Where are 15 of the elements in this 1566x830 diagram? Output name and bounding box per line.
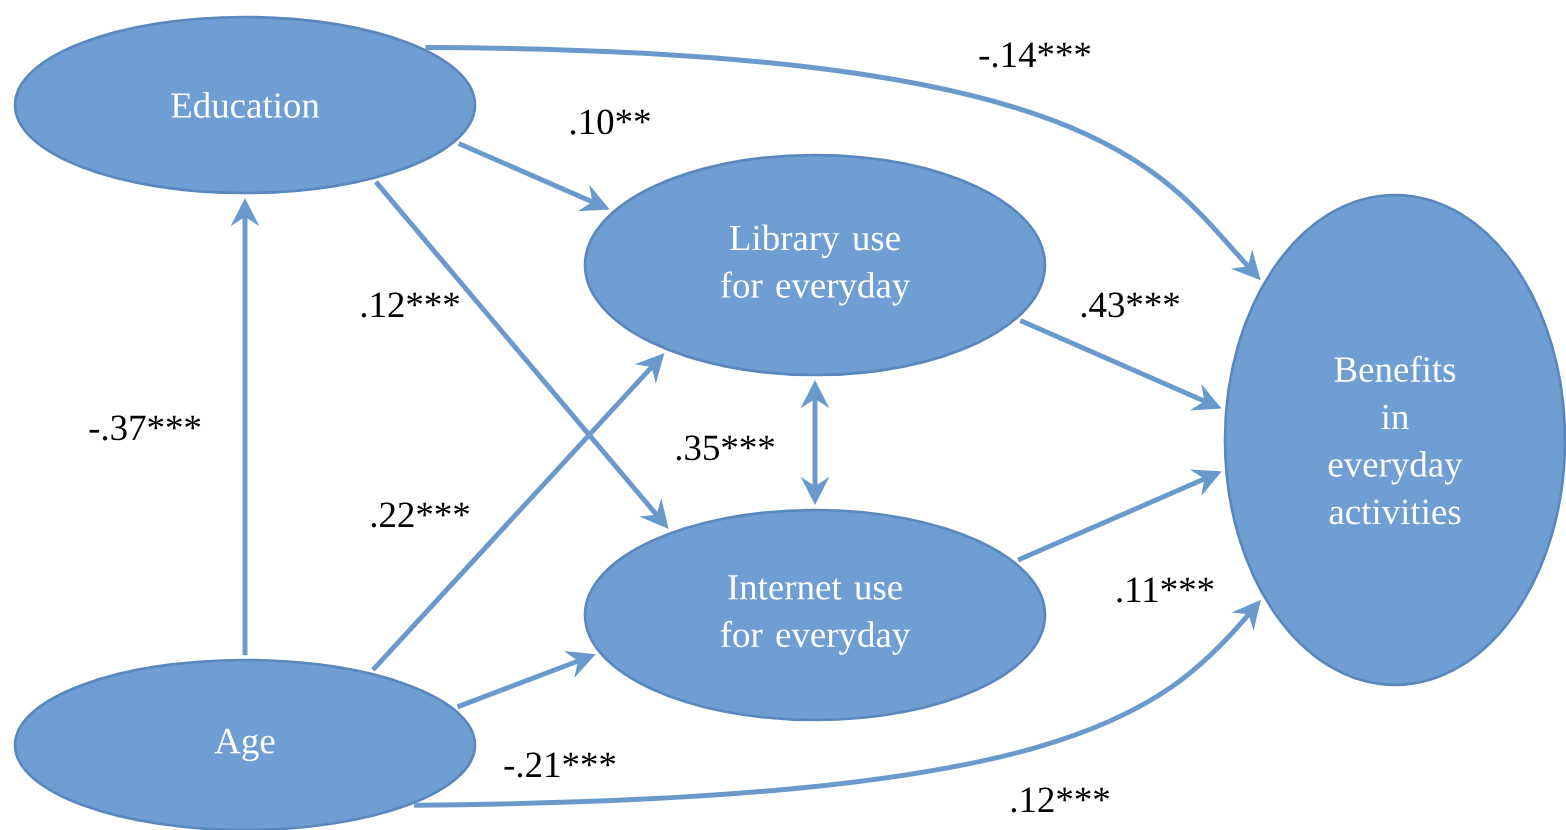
edge-label: .12*** [357, 290, 463, 320]
edge-label: -.37*** [86, 413, 204, 443]
edge-label: .35*** [672, 433, 778, 463]
ellipse-node: Education [13, 15, 477, 195]
edge-label: .12*** [1007, 785, 1113, 815]
edge-label: -.14*** [976, 40, 1094, 70]
edge-label: .11*** [1113, 575, 1217, 605]
ellipse-node: Library use for everyday [583, 153, 1047, 377]
ellipse-node: Benefits in everyday activities [1223, 193, 1566, 687]
ellipse-node: Internet use for everyday [583, 508, 1047, 722]
ellipse-node: Age [13, 658, 477, 830]
edge-label: .10** [566, 107, 654, 137]
edge-label: -.21*** [501, 750, 619, 780]
edge-label: .43*** [1077, 290, 1183, 320]
edge-label: .22*** [367, 500, 473, 530]
